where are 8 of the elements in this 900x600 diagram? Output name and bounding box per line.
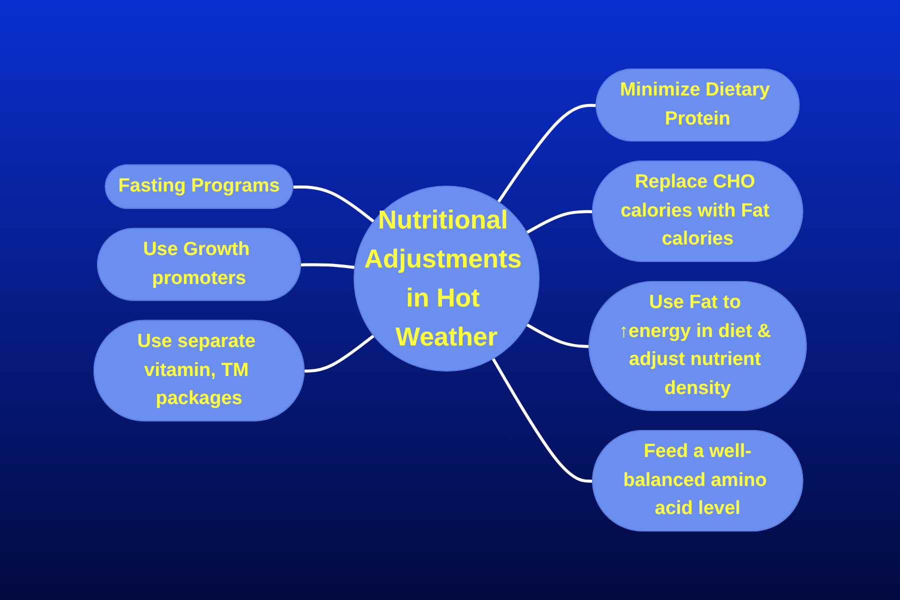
- connector: [526, 323, 590, 348]
- connector: [497, 104, 597, 203]
- connector: [304, 334, 375, 373]
- connector: [526, 210, 594, 234]
- node-circle: Nutritional Adjustments in Hot Weather: [353, 186, 540, 372]
- connector: [300, 263, 355, 269]
- connector: [293, 186, 375, 223]
- connector: [492, 358, 594, 483]
